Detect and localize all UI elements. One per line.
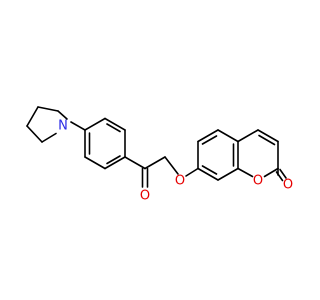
ketone-oxygen-label: O xyxy=(140,189,150,204)
ring-oxygen-label: O xyxy=(253,174,263,189)
bond xyxy=(263,167,279,178)
bond xyxy=(258,134,276,146)
bond xyxy=(41,132,57,143)
coumarin-benzo-ring xyxy=(197,129,239,181)
bond xyxy=(37,106,59,112)
bond xyxy=(197,167,219,181)
bond xyxy=(57,110,68,120)
bond xyxy=(217,167,239,181)
bond xyxy=(275,171,284,182)
bond xyxy=(70,121,86,131)
bond xyxy=(257,129,279,143)
bond xyxy=(185,167,199,177)
bond xyxy=(84,117,106,131)
bond xyxy=(104,156,126,170)
phenyl-ring xyxy=(84,117,126,170)
bond xyxy=(144,156,166,170)
bond xyxy=(237,129,259,143)
bond xyxy=(197,129,219,143)
bond xyxy=(124,156,146,170)
bond xyxy=(237,167,254,178)
bond xyxy=(279,168,287,179)
bond xyxy=(164,156,179,175)
pyrrolidine-ring xyxy=(26,106,68,143)
molecule-structure: N O O O O xyxy=(26,106,293,204)
bond xyxy=(26,106,39,127)
keto-ether-linker xyxy=(124,156,199,188)
nitrogen-atom-label: N xyxy=(58,119,68,134)
bond xyxy=(106,155,121,165)
coumarin-pyrone-ring xyxy=(237,129,287,182)
bond xyxy=(106,123,121,133)
bond xyxy=(217,129,239,143)
bond xyxy=(104,117,126,131)
bond xyxy=(201,165,218,175)
ether-oxygen-label: O xyxy=(175,174,185,189)
lactone-oxygen-label: O xyxy=(283,178,293,193)
bond xyxy=(201,135,218,145)
structure-canvas: N O O O O xyxy=(26,106,293,204)
bond xyxy=(84,156,106,170)
bond xyxy=(26,125,43,143)
